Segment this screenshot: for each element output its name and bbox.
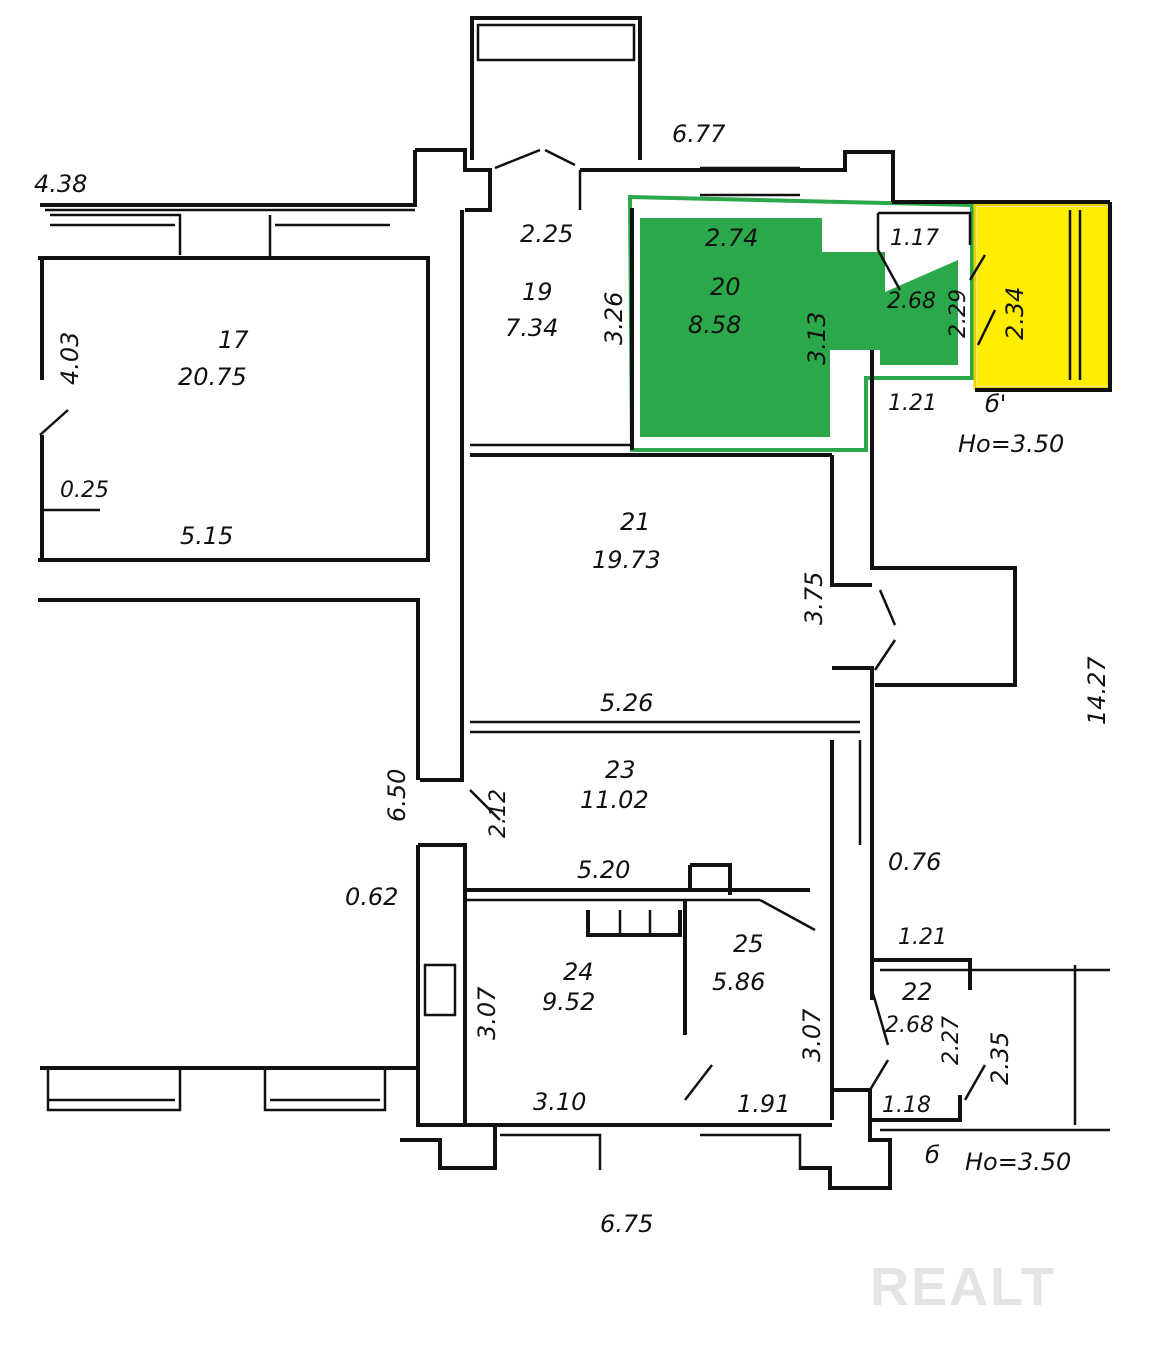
room-17-number: 17 [218, 326, 249, 354]
dim-191: 1.91 [737, 1090, 790, 1118]
yellow-fill [977, 207, 1108, 386]
dim-326: 3.26 [600, 292, 628, 345]
dim-375: 3.75 [800, 572, 828, 625]
dim-121a: 1.21 [888, 391, 937, 416]
dim-307a: 3.07 [473, 986, 501, 1040]
dim-076: 0.76 [888, 848, 941, 876]
room-24-number: 24 [563, 958, 594, 986]
room-25-area: 5.86 [712, 968, 765, 996]
room-21-area: 19.73 [592, 546, 661, 574]
dim-650: 6.50 [383, 769, 411, 822]
dim-025: 0.25 [60, 478, 109, 503]
dim-268b: 2.68 [885, 1013, 934, 1038]
doors [39, 148, 997, 1101]
room-24-area: 9.52 [542, 988, 595, 1016]
walls [38, 16, 1112, 1190]
dim-b2: б [925, 1141, 940, 1169]
room-23-area: 11.02 [580, 786, 649, 814]
dim-403: 4.03 [56, 332, 84, 385]
dim-b1: б' [985, 390, 1006, 418]
dim-307b: 3.07 [798, 1008, 826, 1062]
dim-438: 4.38 [34, 170, 87, 198]
room-19-number: 19 [522, 278, 553, 306]
dim-234: 2.34 [1001, 287, 1029, 340]
highlight-unit-yellow[interactable] [973, 203, 1111, 390]
dim-310: 3.10 [533, 1088, 586, 1116]
dim-062: 0.62 [345, 883, 398, 911]
dim-117: 1.17 [890, 226, 939, 251]
room-25-number: 25 [733, 930, 764, 958]
dim-515: 5.15 [180, 522, 233, 550]
dim-229: 2.29 [946, 289, 971, 338]
dim-268a: 2.68 [887, 289, 936, 314]
room-20-area: 8.58 [688, 311, 741, 339]
dimension-labels: 6.77 4.38 4.03 0.25 5.15 2.25 3.26 2.74 … [34, 120, 1111, 1238]
dim-520: 5.20 [577, 856, 630, 884]
dim-675: 6.75 [600, 1210, 653, 1238]
room-17-area: 20.75 [178, 363, 247, 391]
dim-274: 2.74 [705, 224, 758, 252]
room-20-number: 20 [710, 273, 741, 301]
room-19-area: 7.34 [505, 314, 558, 342]
dim-526: 5.26 [600, 689, 653, 717]
watermark-logo: REALT [870, 1257, 1056, 1317]
dim-118: 1.18 [882, 1093, 931, 1118]
dim-212: 2.12 [486, 789, 511, 838]
dim-ho1: Ho=3.50 [958, 430, 1064, 458]
dim-121b: 1.21 [898, 925, 947, 950]
dim-677: 6.77 [672, 120, 726, 148]
room-labels: 17 20.75 19 7.34 20 8.58 21 19.73 22 23 … [178, 273, 933, 1016]
dim-235: 2.35 [986, 1032, 1014, 1085]
room-23-number: 23 [605, 756, 636, 784]
dim-313: 3.13 [803, 312, 831, 365]
green-fill [640, 218, 958, 437]
dim-1427: 14.27 [1083, 656, 1111, 725]
room-22-number: 22 [902, 978, 933, 1006]
dim-225: 2.25 [520, 220, 573, 248]
dim-227: 2.27 [939, 1016, 964, 1065]
room-21-number: 21 [620, 508, 651, 536]
dim-ho2: Ho=3.50 [965, 1148, 1071, 1176]
